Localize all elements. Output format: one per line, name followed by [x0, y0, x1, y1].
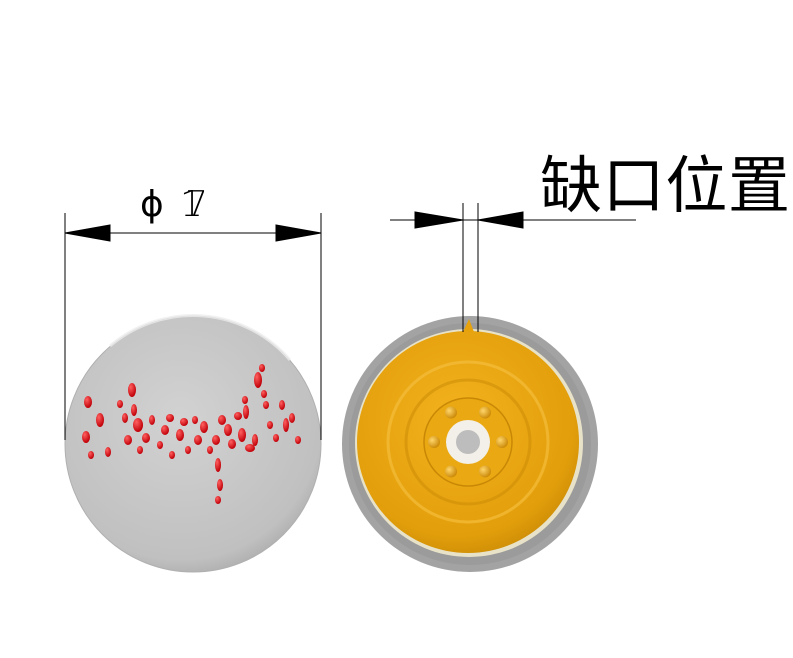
notch-tab	[463, 319, 474, 332]
red-dot	[194, 435, 202, 445]
hub-bump	[496, 436, 508, 448]
red-dot	[238, 428, 246, 442]
red-dot	[161, 425, 169, 435]
red-dot	[263, 401, 269, 409]
red-dot	[128, 383, 136, 397]
red-dot	[212, 435, 220, 445]
red-dot	[169, 451, 175, 459]
red-dot	[254, 372, 262, 388]
red-dot	[243, 405, 249, 419]
red-dot	[289, 413, 295, 423]
right-disc-back-view	[342, 316, 598, 572]
red-dot	[84, 396, 92, 408]
red-dot	[166, 414, 174, 422]
notch-position-label: 缺口位置	[540, 149, 790, 222]
red-dot	[283, 418, 289, 432]
red-dot	[176, 429, 184, 441]
red-dot	[200, 421, 208, 433]
red-dot	[96, 413, 104, 427]
red-dot	[185, 446, 191, 454]
red-dot	[228, 439, 236, 449]
red-dot	[122, 413, 128, 423]
center-hole	[456, 430, 480, 454]
hub-bump	[445, 406, 457, 419]
diameter-value: 17	[180, 184, 220, 225]
red-dot	[259, 364, 265, 372]
notch-dimension	[390, 203, 636, 332]
red-dot	[192, 416, 198, 424]
red-dot	[215, 496, 221, 504]
left-disc-front-view	[64, 313, 322, 573]
red-dot	[267, 421, 273, 429]
red-dot	[137, 446, 143, 454]
red-dot	[252, 434, 258, 446]
red-dot	[149, 415, 155, 425]
red-dot	[295, 436, 301, 444]
red-dot-pattern	[82, 364, 301, 504]
arrow-left-icon	[477, 211, 524, 229]
red-dot	[207, 446, 213, 454]
red-dot	[142, 433, 150, 443]
hub-bump	[479, 465, 491, 478]
red-dot	[224, 424, 232, 436]
red-dot	[218, 415, 226, 425]
red-dot	[157, 441, 163, 449]
red-dot	[117, 400, 123, 408]
arrow-right-icon	[275, 224, 322, 242]
arrow-right-icon	[414, 211, 464, 229]
hub-bump	[428, 436, 440, 448]
hub-bumps	[428, 406, 508, 478]
red-dot	[245, 444, 255, 452]
red-dot	[217, 479, 223, 491]
red-dot	[180, 418, 188, 426]
red-dot	[261, 390, 267, 398]
arrow-left-icon	[64, 224, 111, 242]
red-dot	[234, 412, 242, 420]
red-dot	[242, 396, 248, 404]
red-dot	[279, 400, 285, 410]
diameter-dimension	[64, 213, 322, 440]
red-dot	[215, 458, 221, 472]
red-dot	[133, 418, 143, 432]
red-dot	[273, 434, 279, 442]
hub-bump	[445, 465, 457, 478]
red-dot	[131, 404, 137, 416]
red-dot	[82, 431, 90, 443]
red-dot	[105, 447, 111, 457]
red-dot	[124, 435, 132, 445]
red-dot	[88, 451, 94, 459]
diameter-symbol: ϕ	[140, 184, 164, 225]
hub-bump	[479, 406, 491, 419]
